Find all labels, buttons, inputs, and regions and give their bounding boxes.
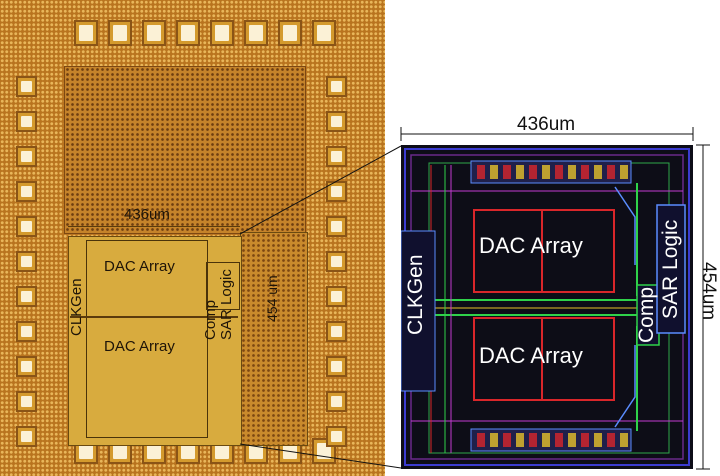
upper-circuit-block (64, 66, 306, 234)
die-comp-label: Comp (202, 299, 219, 340)
layout-height-label: 454um (698, 262, 719, 321)
bond-pad (326, 216, 347, 237)
bond-pad (326, 356, 347, 377)
bond-pad (108, 20, 132, 46)
die-center-divider (70, 316, 238, 318)
layout-cell (542, 433, 550, 447)
bond-pad (210, 20, 234, 46)
bond-pad (16, 426, 37, 447)
bond-pad (326, 321, 347, 342)
bond-pad (326, 426, 347, 447)
layout-cell (568, 165, 576, 179)
bond-pad (16, 391, 37, 412)
layout-dac-array-top-label: DAC Array (479, 233, 583, 258)
bond-pad (74, 20, 98, 46)
adc-core-region (68, 236, 242, 446)
die-sar-logic-label: SAR Logic (218, 269, 235, 340)
layout-cell (555, 433, 563, 447)
layout-cell (516, 433, 524, 447)
layout-routing (401, 148, 690, 466)
bond-pad (16, 321, 37, 342)
layout-cell (529, 433, 537, 447)
bond-pad (278, 20, 302, 46)
bond-pad (16, 111, 37, 132)
bond-pad (244, 20, 268, 46)
layout-dac-array-bottom-label: DAC Array (479, 343, 583, 368)
layout-cell (542, 165, 550, 179)
layout-cell (490, 165, 498, 179)
layout-dac-array-bottom-box (473, 317, 615, 401)
layout-cell (555, 165, 563, 179)
die-dac-array-top-label: DAC Array (104, 258, 175, 275)
layout-cell (620, 433, 628, 447)
layout-dac-bottom-divider (541, 317, 543, 401)
layout-sar-logic-label: SAR Logic (659, 219, 682, 319)
layout-cell (503, 165, 511, 179)
bond-pad (326, 76, 347, 97)
bond-pad (16, 181, 37, 202)
bond-pad (326, 181, 347, 202)
adc-core-routing-region (240, 232, 308, 446)
bond-pad (16, 251, 37, 272)
layout-cell (529, 165, 537, 179)
layout-cell (477, 433, 485, 447)
layout-width-label: 436um (517, 114, 576, 135)
bond-pad (326, 251, 347, 272)
layout-cell (594, 433, 602, 447)
bond-pad (142, 20, 166, 46)
layout-clkgen-label: CLKGen (404, 254, 427, 335)
layout-dac-array-top-box (473, 209, 615, 293)
die-dac-outline (86, 240, 208, 438)
top-cell-row (477, 165, 628, 179)
bond-pad (176, 20, 200, 46)
bond-pad (326, 286, 347, 307)
die-dac-array-bottom-label: DAC Array (104, 338, 175, 355)
die-clkgen-label: CLKGen (68, 278, 85, 336)
bond-pad (16, 286, 37, 307)
bond-pad (326, 391, 347, 412)
bottom-cell-row (477, 433, 628, 447)
layout-cell (516, 165, 524, 179)
die-width-label: 436um (124, 206, 170, 223)
layout-cell (477, 165, 485, 179)
bond-pad (16, 356, 37, 377)
die-height-label: 454 um (264, 275, 280, 322)
layout-cell (594, 165, 602, 179)
layout-cell (607, 433, 615, 447)
bond-pad (312, 20, 336, 46)
layout-cell (581, 433, 589, 447)
layout-cell (581, 165, 589, 179)
layout-cell (620, 165, 628, 179)
bond-pad (16, 76, 37, 97)
layout-dac-top-divider (541, 209, 543, 293)
bond-pad (326, 111, 347, 132)
layout-cell (503, 433, 511, 447)
bond-pad (16, 146, 37, 167)
layout-cell (568, 433, 576, 447)
die-width-marker (68, 226, 240, 227)
die-sar-outline (206, 262, 240, 310)
die-microphotograph: 436um DAC Array DAC Array CLKGen Comp SA… (0, 0, 385, 476)
bond-pad (326, 146, 347, 167)
layout-view: DAC Array DAC Array CLKGen Comp SAR Logi… (401, 145, 693, 469)
layout-comp-label: Comp (635, 286, 658, 343)
layout-cell (490, 433, 498, 447)
bond-pad (16, 216, 37, 237)
layout-cell (607, 165, 615, 179)
